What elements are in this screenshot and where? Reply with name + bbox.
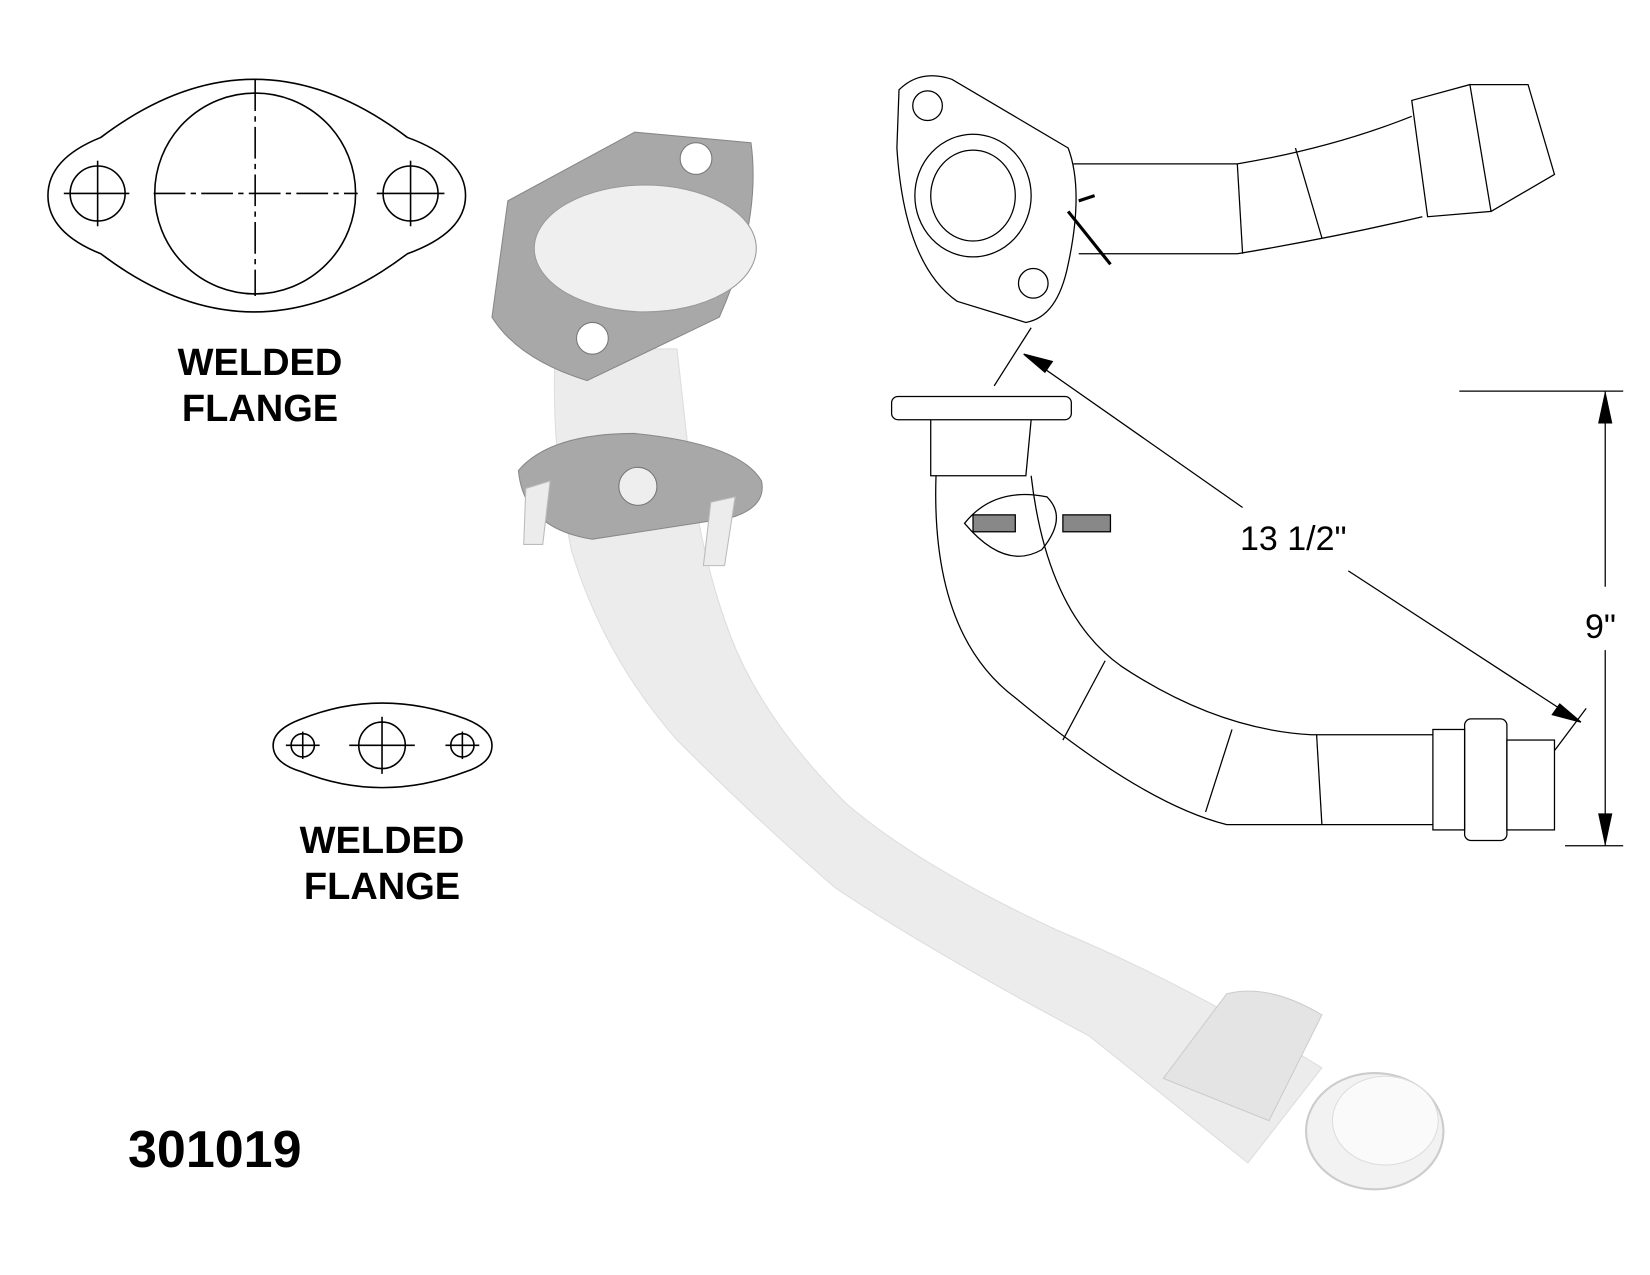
bottom-flange-drawing xyxy=(272,702,493,789)
length-dimension: 13 1/2" xyxy=(1240,520,1347,558)
bottom-flange-label-line1: WELDED xyxy=(299,820,465,862)
top-flange-label-line1: WELDED xyxy=(177,342,343,384)
top-flange-label-line2: FLANGE xyxy=(181,388,339,430)
height-dimension: 9" xyxy=(1585,608,1616,646)
pipe-3d-render xyxy=(491,131,1445,1191)
bottom-flange-label: WELDED FLANGE xyxy=(272,818,492,910)
top-view-drawing xyxy=(896,75,1556,324)
dimension-lines xyxy=(993,327,1624,847)
top-flange-drawing xyxy=(47,78,467,313)
bottom-flange-label-line2: FLANGE xyxy=(303,866,461,908)
side-view-drawing xyxy=(890,395,1556,842)
top-flange-label: WELDED FLANGE xyxy=(150,340,370,432)
part-number: 301019 xyxy=(128,1121,302,1179)
